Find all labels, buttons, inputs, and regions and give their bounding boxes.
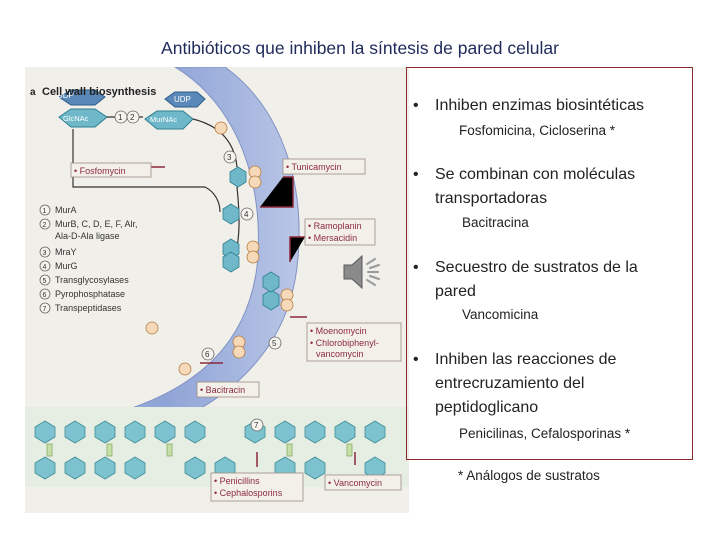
cell-wall-diagram: UDP GlcNAc MurNAc UDP a Cell wall biosyn… (25, 67, 409, 513)
bacitracin-box (196, 381, 260, 398)
bullet-4: • Inhiben las reacciones de entrecruzami… (413, 351, 617, 416)
udp-molecule-2 (164, 91, 206, 108)
svg-text:2: 2 (43, 222, 47, 229)
cell-wall-illustration: UDP GlcNAc MurNAc UDP a Cell wall biosyn… (25, 67, 409, 513)
moenomycin-box (306, 322, 402, 362)
murnac-label: MurNAc (150, 115, 177, 124)
penicillins-box (210, 472, 304, 502)
content-box (406, 67, 693, 460)
mersacidin-label: • Mersacidin (308, 233, 357, 243)
panel-letter: a (30, 87, 36, 98)
inhibition-markers (135, 166, 356, 467)
bullet-2: • Se combinan con moléculas transportado… (413, 166, 636, 207)
bullet-1-examples: Fosfomicina, Cicloserina * (459, 123, 616, 138)
ramoplanin-box (304, 218, 376, 246)
enzyme-2b: Ala-D-Ala ligase (55, 231, 120, 241)
step-4-label: 4 (244, 210, 249, 219)
udp-label-1: UDP (57, 91, 74, 100)
chlorobiphenyl-label: • Chlorobiphenyl- (310, 338, 379, 348)
svg-text:6: 6 (43, 292, 47, 299)
step-7-label: 7 (254, 421, 259, 430)
bullet-3-examples: Vancomicina (462, 307, 539, 322)
tunicamycin-box (282, 158, 366, 175)
vancomycin-cont-label: vancomycin (316, 349, 364, 359)
ramoplanin-label: • Ramoplanin (308, 221, 362, 231)
tunicamycin-label: • Tunicamycin (286, 162, 342, 172)
vancomycin-label: • Vancomycin (328, 478, 382, 488)
step-2-label: 2 (130, 113, 135, 122)
fosfomycin-box (70, 162, 152, 178)
step-6-label: 6 (205, 350, 210, 359)
vancomycin-box (324, 474, 402, 491)
slide-title: Antibióticos que inhiben la síntesis de … (161, 38, 559, 58)
penicillins-label: • Penicillins (214, 476, 260, 486)
step-1-label: 1 (118, 113, 123, 122)
svg-text:3: 3 (43, 250, 47, 257)
moenomycin-label: • Moenomycin (310, 326, 367, 336)
svg-text:5: 5 (43, 278, 47, 285)
bullet-3: • Secuestro de sustratos de la pared (413, 259, 638, 300)
step-circles (114, 110, 282, 432)
enzyme-4: MurG (55, 261, 78, 271)
lipid-intermediates (222, 166, 280, 311)
glcnac-label: GlcNAc (63, 114, 89, 123)
enzyme-2: MurB, C, D, E, F, Alr, (55, 219, 138, 229)
cephalosporins-label: • Cephalosporins (214, 488, 283, 498)
bullet-2-examples: Bacitracina (462, 215, 529, 230)
udp-label-2: UDP (174, 95, 191, 104)
step-5-label: 5 (272, 339, 277, 348)
step-3-label: 3 (227, 153, 232, 162)
fosfomycin-label: • Fosfomycin (74, 166, 126, 176)
bacitracin-label: • Bacitracin (200, 385, 245, 395)
svg-text:1: 1 (43, 208, 47, 215)
svg-text:7: 7 (43, 306, 47, 313)
footnote: * Análogos de sustratos (458, 468, 600, 483)
peptidoglycan-lattice (34, 420, 386, 480)
enzyme-5: Transglycosylases (55, 275, 129, 285)
bullet-1: • Inhiben enzimas biosintéticas (413, 97, 645, 114)
panel-title: Cell wall biosynthesis (42, 86, 156, 98)
enzyme-legend: 1 2 3 4 5 6 7 MurA MurB, C, D, E, F, Alr… (39, 204, 138, 314)
bullet-4-examples: Penicilinas, Cefalosporinas * (459, 426, 631, 441)
udp-molecule-1 (58, 89, 106, 106)
svg-text:4: 4 (43, 264, 47, 271)
enzyme-3: MraY (55, 247, 77, 257)
enzyme-7: Transpeptidases (55, 303, 122, 313)
enzyme-1: MurA (55, 205, 77, 215)
speaker-icon[interactable] (340, 250, 384, 294)
enzyme-6: Pyrophosphatase (55, 289, 125, 299)
phosphate-groups (145, 121, 294, 376)
